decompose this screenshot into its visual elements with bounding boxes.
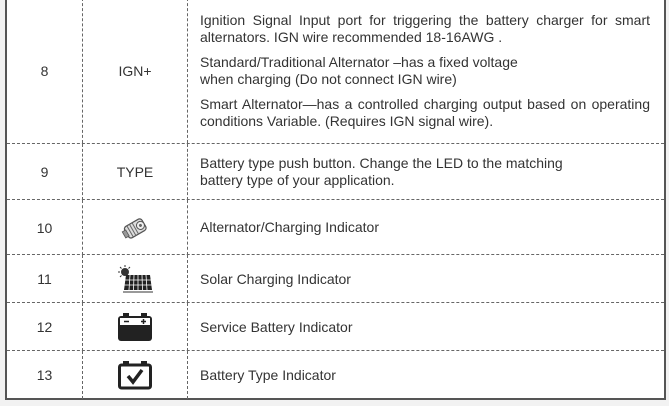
row-number: 12 <box>36 319 53 335</box>
row-name: IGN+ <box>82 0 187 143</box>
description-text: battery type of your application. <box>200 172 395 188</box>
indicator-table: 8 IGN+ Ignition Signal Input port for tr… <box>5 0 666 400</box>
description-text: Service Battery Indicator <box>200 318 353 335</box>
row-icon-cell <box>82 351 187 399</box>
row-icon-cell <box>82 303 187 351</box>
table-row-8: 8 IGN+ Ignition Signal Input port for tr… <box>7 0 664 143</box>
row-number: 9 <box>40 164 49 180</box>
table-row-11: 11 <box>7 254 664 303</box>
description-text: when charging (Do not connect IGN wire) <box>200 70 457 87</box>
battery-type-check-icon <box>117 360 153 390</box>
description-text: Smart Alternator—has a controlled chargi… <box>200 95 650 129</box>
row-icon-cell <box>82 200 187 255</box>
row-number: 11 <box>37 271 52 287</box>
row-number: 8 <box>40 62 49 79</box>
row-description: Alternator/Charging Indicator <box>187 200 664 255</box>
table-row-9: 9 TYPE Battery type push button. Change … <box>7 143 664 200</box>
table-row-13: 13 Battery Type Indicator <box>7 350 664 399</box>
row-description: Solar Charging Indicator <box>187 255 664 303</box>
solar-panel-icon <box>117 264 153 294</box>
row-name: TYPE <box>82 144 187 200</box>
table-row-12: 12 Service Battery Indicator <box>7 302 664 351</box>
row-description: Battery type push button. Change the LED… <box>187 144 664 200</box>
row-description: Battery Type Indicator <box>187 351 664 399</box>
table-row-10: 10 Alternator/Charging Indicator <box>7 199 664 255</box>
service-battery-icon <box>117 312 153 342</box>
row-number: 10 <box>36 219 53 236</box>
row-icon-cell <box>82 255 187 303</box>
description-text: Battery type push button. Change the LED… <box>200 155 563 171</box>
row-description: Service Battery Indicator <box>187 303 664 351</box>
description-text: Ignition Signal Input port for triggerin… <box>200 11 650 45</box>
description-text: Solar Charging Indicator <box>200 270 351 287</box>
description-text: Standard/Traditional Alternator –has a f… <box>200 53 518 70</box>
row-number: 13 <box>36 367 53 383</box>
description-text: Battery Type Indicator <box>200 366 336 383</box>
description-text: Alternator/Charging Indicator <box>200 219 379 235</box>
row-description: Ignition Signal Input port for triggerin… <box>187 0 664 143</box>
alternator-icon <box>120 213 150 243</box>
